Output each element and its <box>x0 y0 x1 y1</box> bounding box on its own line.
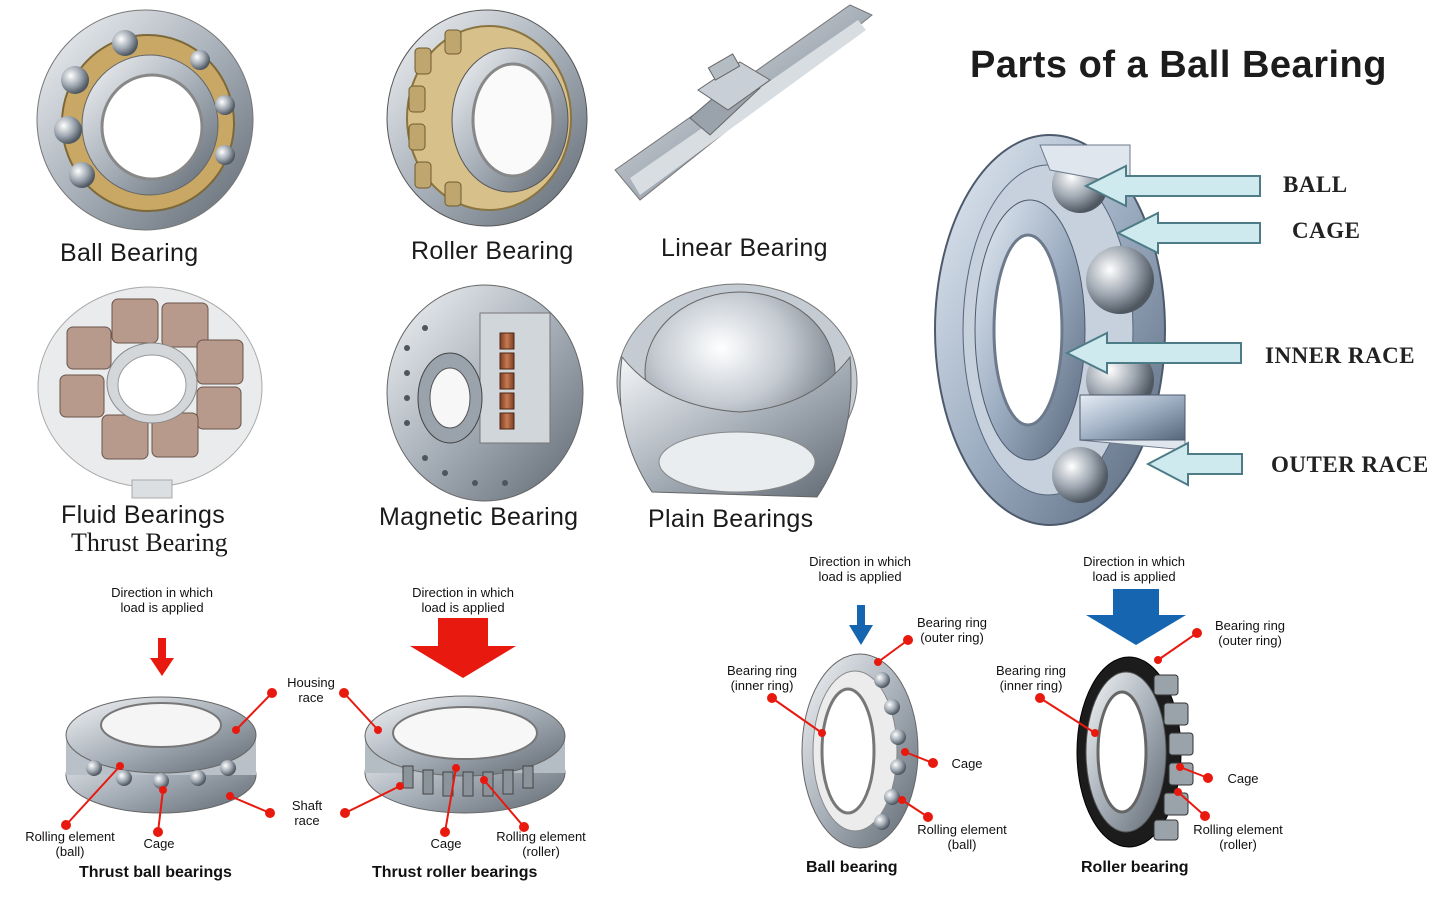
thrust-roller-bearing-illustration <box>364 695 566 814</box>
radial-roller-outer-ring-label: Bearing ring (outer ring) <box>1214 618 1286 648</box>
fluid-bearing-illustration <box>37 286 263 499</box>
plain-bearing-illustration <box>616 283 858 498</box>
radial-roller-inner-ring-label: Bearing ring (inner ring) <box>995 663 1067 693</box>
linear-bearing-illustration <box>614 4 873 201</box>
thrust-rolling-roller-label: Rolling element (roller) <box>496 829 586 859</box>
cage-pointer-arrow <box>1115 211 1261 255</box>
roller-bearing-illustration <box>386 9 588 227</box>
fluid-bearings-caption: Fluid Bearings <box>61 501 226 529</box>
inner-race-label: INNER RACE <box>1265 343 1416 368</box>
thrust-ball-load-arrow <box>150 638 174 676</box>
cage-label: CAGE <box>1292 218 1361 243</box>
radial-ball-load-text: Direction in which load is applied <box>809 554 911 584</box>
thrust-cage-roller-label: Cage <box>430 836 462 851</box>
radial-roller-cage-label: Cage <box>1227 771 1259 786</box>
outer-race-label: OUTER RACE <box>1271 452 1429 477</box>
thrust-ball-bearing-illustration <box>65 696 257 814</box>
thrust-roller-caption: Thrust roller bearings <box>372 864 538 881</box>
thrust-roller-load-arrow <box>410 618 516 678</box>
ball-pointer-arrow <box>1083 164 1261 208</box>
ball-bearing-caption: Ball Bearing <box>60 239 199 267</box>
magnetic-bearing-caption: Magnetic Bearing <box>379 503 579 531</box>
roller-bearing-caption: Roller Bearing <box>411 237 574 265</box>
housing-race-label: Housing race <box>287 675 335 705</box>
outer-race-pointer-arrow <box>1145 441 1243 487</box>
radial-ball-outer-ring-label: Bearing ring (outer ring) <box>916 615 988 645</box>
radial-ball-bearing-illustration <box>801 653 919 849</box>
ball-label: BALL <box>1283 172 1348 197</box>
radial-roller-load-text: Direction in which load is applied <box>1083 554 1185 584</box>
plain-bearings-caption: Plain Bearings <box>648 505 814 533</box>
thrust-ball-caption: Thrust ball bearings <box>79 864 232 881</box>
radial-roller-bearing-illustration <box>1076 656 1194 848</box>
magnetic-bearing-illustration <box>386 284 584 502</box>
thrust-bearing-caption: Thrust Bearing <box>71 528 228 557</box>
linear-bearing-caption: Linear Bearing <box>661 234 828 262</box>
radial-roller-load-arrow <box>1086 589 1186 645</box>
parts-bearing-illustration <box>934 134 1186 526</box>
radial-roller-caption: Roller bearing <box>1081 859 1189 876</box>
ball-bearing-illustration <box>36 9 254 231</box>
thrust-ball-load-text: Direction in which load is applied <box>111 585 213 615</box>
radial-ball-caption: Ball bearing <box>806 859 898 876</box>
shaft-race-label: Shaft race <box>291 798 323 828</box>
radial-ball-cage-label: Cage <box>951 756 983 771</box>
parts-diagram-title: Parts of a Ball Bearing <box>970 44 1387 86</box>
radial-roller-rolling-label: Rolling element (roller) <box>1193 822 1283 852</box>
radial-ball-load-arrow <box>849 605 873 645</box>
radial-ball-rolling-label: Rolling element (ball) <box>917 822 1007 852</box>
inner-race-pointer-arrow <box>1064 331 1242 375</box>
thrust-rolling-ball-label: Rolling element (ball) <box>25 829 115 859</box>
radial-ball-inner-ring-label: Bearing ring (inner ring) <box>726 663 798 693</box>
thrust-cage-ball-label: Cage <box>143 836 175 851</box>
thrust-roller-load-text: Direction in which load is applied <box>412 585 514 615</box>
